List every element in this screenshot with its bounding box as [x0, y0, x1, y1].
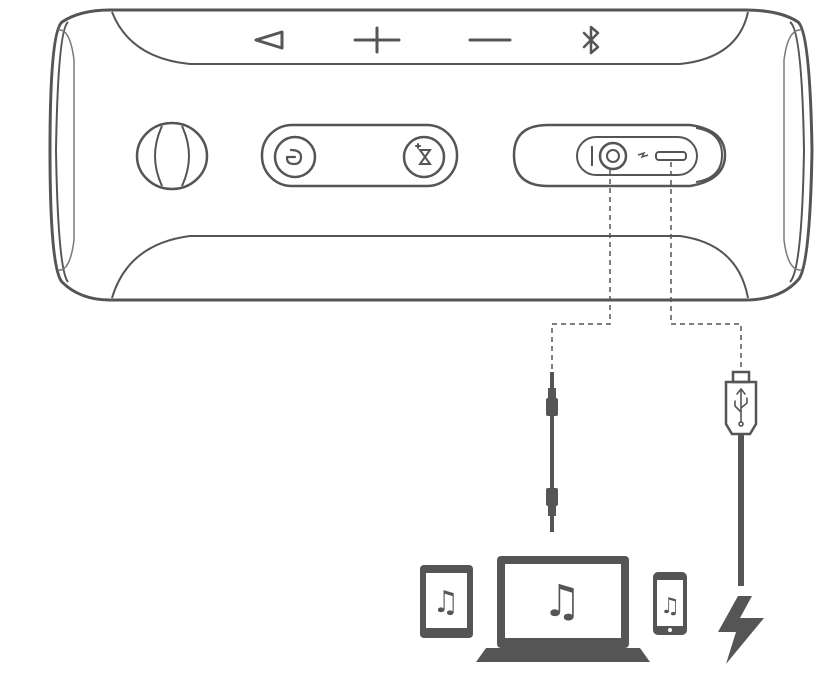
aux-in-port-icon[interactable]	[591, 141, 628, 171]
right-end-inner	[783, 29, 803, 271]
power-bolt-icon	[718, 596, 764, 664]
tablet-music-note: ♫	[433, 585, 460, 620]
laptop-music-note: ♫	[542, 576, 581, 627]
power-icon	[285, 148, 303, 166]
connector-guides	[551, 162, 742, 372]
aux-audio-cable	[546, 372, 558, 532]
volume-up-icon[interactable]	[353, 26, 401, 54]
right-end-cap	[789, 21, 805, 283]
micro-usb-charging-port-icon[interactable]	[637, 151, 687, 161]
usb-charging-cable	[724, 370, 758, 586]
laptop-icon: ♫	[476, 556, 650, 662]
button-panel	[260, 123, 459, 188]
connect-plus-button[interactable]	[402, 135, 446, 179]
port-panel	[512, 123, 727, 188]
usb-guide-line	[670, 162, 742, 372]
speaker	[48, 8, 814, 302]
phone-music-note: ♫	[660, 594, 680, 619]
connect-plus-icon	[415, 143, 432, 165]
upper-grille-arc	[111, 11, 749, 65]
speaker-body-outline	[48, 8, 814, 302]
side-oval-button[interactable]	[135, 121, 209, 191]
usb-symbol-icon	[734, 387, 748, 427]
phone-icon: ♫	[653, 572, 687, 635]
left-end-cap	[55, 21, 69, 283]
play-icon[interactable]	[254, 30, 284, 50]
left-end-inner	[57, 29, 75, 271]
top-controls	[254, 25, 600, 55]
lower-grille-arc	[111, 235, 749, 299]
power-button[interactable]	[273, 135, 317, 179]
aux-guide-line	[551, 170, 611, 372]
tablet-icon: ♫	[420, 565, 473, 638]
bluetooth-icon[interactable]	[582, 25, 600, 55]
